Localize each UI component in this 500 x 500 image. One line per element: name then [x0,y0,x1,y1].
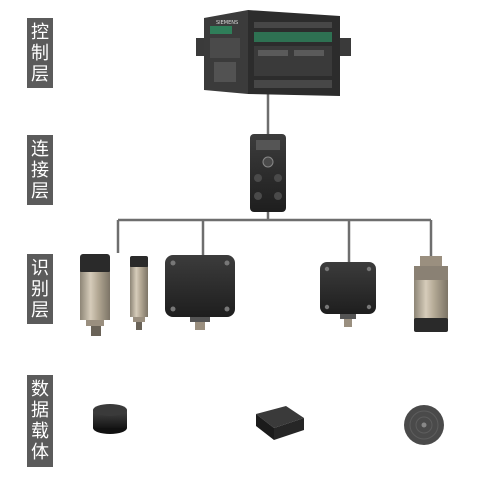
cylindrical-sensor-icon-1 [80,254,110,336]
plc-controller-icon: SIEMENS [196,10,351,96]
square-reader-icon-2 [320,262,376,327]
round-flat-tag-icon [404,405,444,445]
cylindrical-sensor-icon-3 [414,256,448,332]
control-layer-label: 控制层 [27,18,53,88]
svg-text:SIEMENS: SIEMENS [216,20,238,26]
rectangular-tag-icon [256,406,304,440]
connector-lines [116,92,433,262]
connection-hub-icon [250,134,286,212]
cylindrical-sensor-icon-2 [130,256,148,330]
data-carrier-layer-label: 数据载体 [27,375,53,467]
connection-layer-label: 连接层 [27,135,53,205]
square-reader-icon-1 [165,255,235,330]
disc-tag-icon [93,404,127,434]
identification-layer-label: 识别层 [27,254,53,324]
